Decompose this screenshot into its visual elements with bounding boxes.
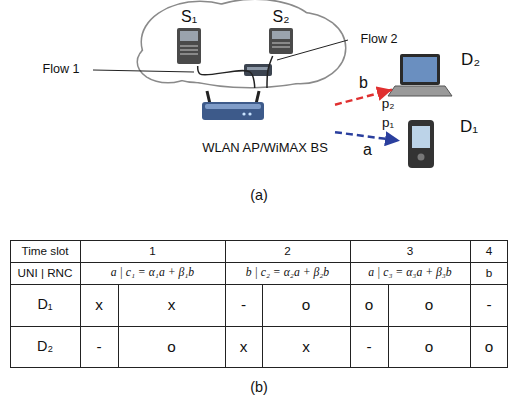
path-label: p₂ (378, 96, 398, 113)
reception-mark: - (80, 326, 118, 368)
pda-icon (408, 120, 434, 168)
path-label: p₁ (378, 115, 398, 132)
table-header-cell: 3 (350, 240, 470, 262)
reception-mark: o (350, 284, 388, 326)
reception-mark: o (118, 326, 225, 368)
reception-mark: x (118, 284, 225, 326)
access-point-node: WLAN AP/WiMAX BS (195, 88, 335, 158)
node-label: S₂ (273, 8, 290, 26)
coding-formula-cell: a | c₃ = α₃a + β₃b (350, 262, 470, 284)
subfigure-label: (a) (234, 186, 284, 206)
wireless-link (335, 132, 400, 141)
table-header-cell: 4 (470, 240, 508, 262)
reception-mark: o (388, 284, 470, 326)
subfigure-label: (b) (234, 378, 284, 398)
reception-mark: - (470, 284, 508, 326)
table-cell: b (470, 262, 508, 284)
device-node: D₁ (400, 115, 480, 177)
table-header-cell: 2 (225, 240, 350, 262)
reception-mark: x (80, 284, 118, 326)
link-label: a (361, 141, 374, 159)
server-node: S₁ (170, 6, 208, 66)
reception-mark: o (470, 326, 508, 368)
laptop-icon (388, 54, 452, 96)
flow-line (198, 66, 255, 88)
node-label: WLAN AP/WiMAX BS (202, 141, 328, 156)
table-grid (10, 240, 508, 368)
node-label: D₁ (460, 117, 478, 137)
reception-mark: x (225, 326, 262, 368)
reception-mark: - (350, 326, 388, 368)
flow-line (267, 56, 273, 88)
reception-mark: o (388, 326, 470, 368)
table-row-header: D₁ (10, 284, 80, 326)
flow-label: Flow 2 (350, 31, 408, 49)
access-point-icon (202, 91, 264, 120)
table-header-cell: Time slot (10, 240, 80, 262)
table-row-header: D₂ (10, 326, 80, 368)
server-icon (177, 28, 201, 64)
reception-mark: o (262, 284, 350, 326)
flow-label: Flow 1 (30, 61, 92, 79)
node-label: S₁ (181, 8, 197, 26)
server-icon (269, 28, 293, 54)
table-cell: UNI | RNC (10, 262, 80, 284)
reception-mark: x (262, 326, 350, 368)
coding-formula-cell: a | c₁ = α₁a + β₁b (80, 262, 225, 284)
device-node: D₂ (392, 48, 482, 108)
coding-formula-cell: b | c₂ = α₂a + β₂b (225, 262, 350, 284)
server-node: S₂ (262, 6, 300, 56)
table-header-cell: 1 (80, 240, 225, 262)
reception-mark: - (225, 284, 262, 326)
link-label: b (357, 74, 370, 92)
leader-line (93, 40, 348, 72)
node-label: D₂ (461, 50, 480, 70)
cloud (138, 0, 345, 87)
